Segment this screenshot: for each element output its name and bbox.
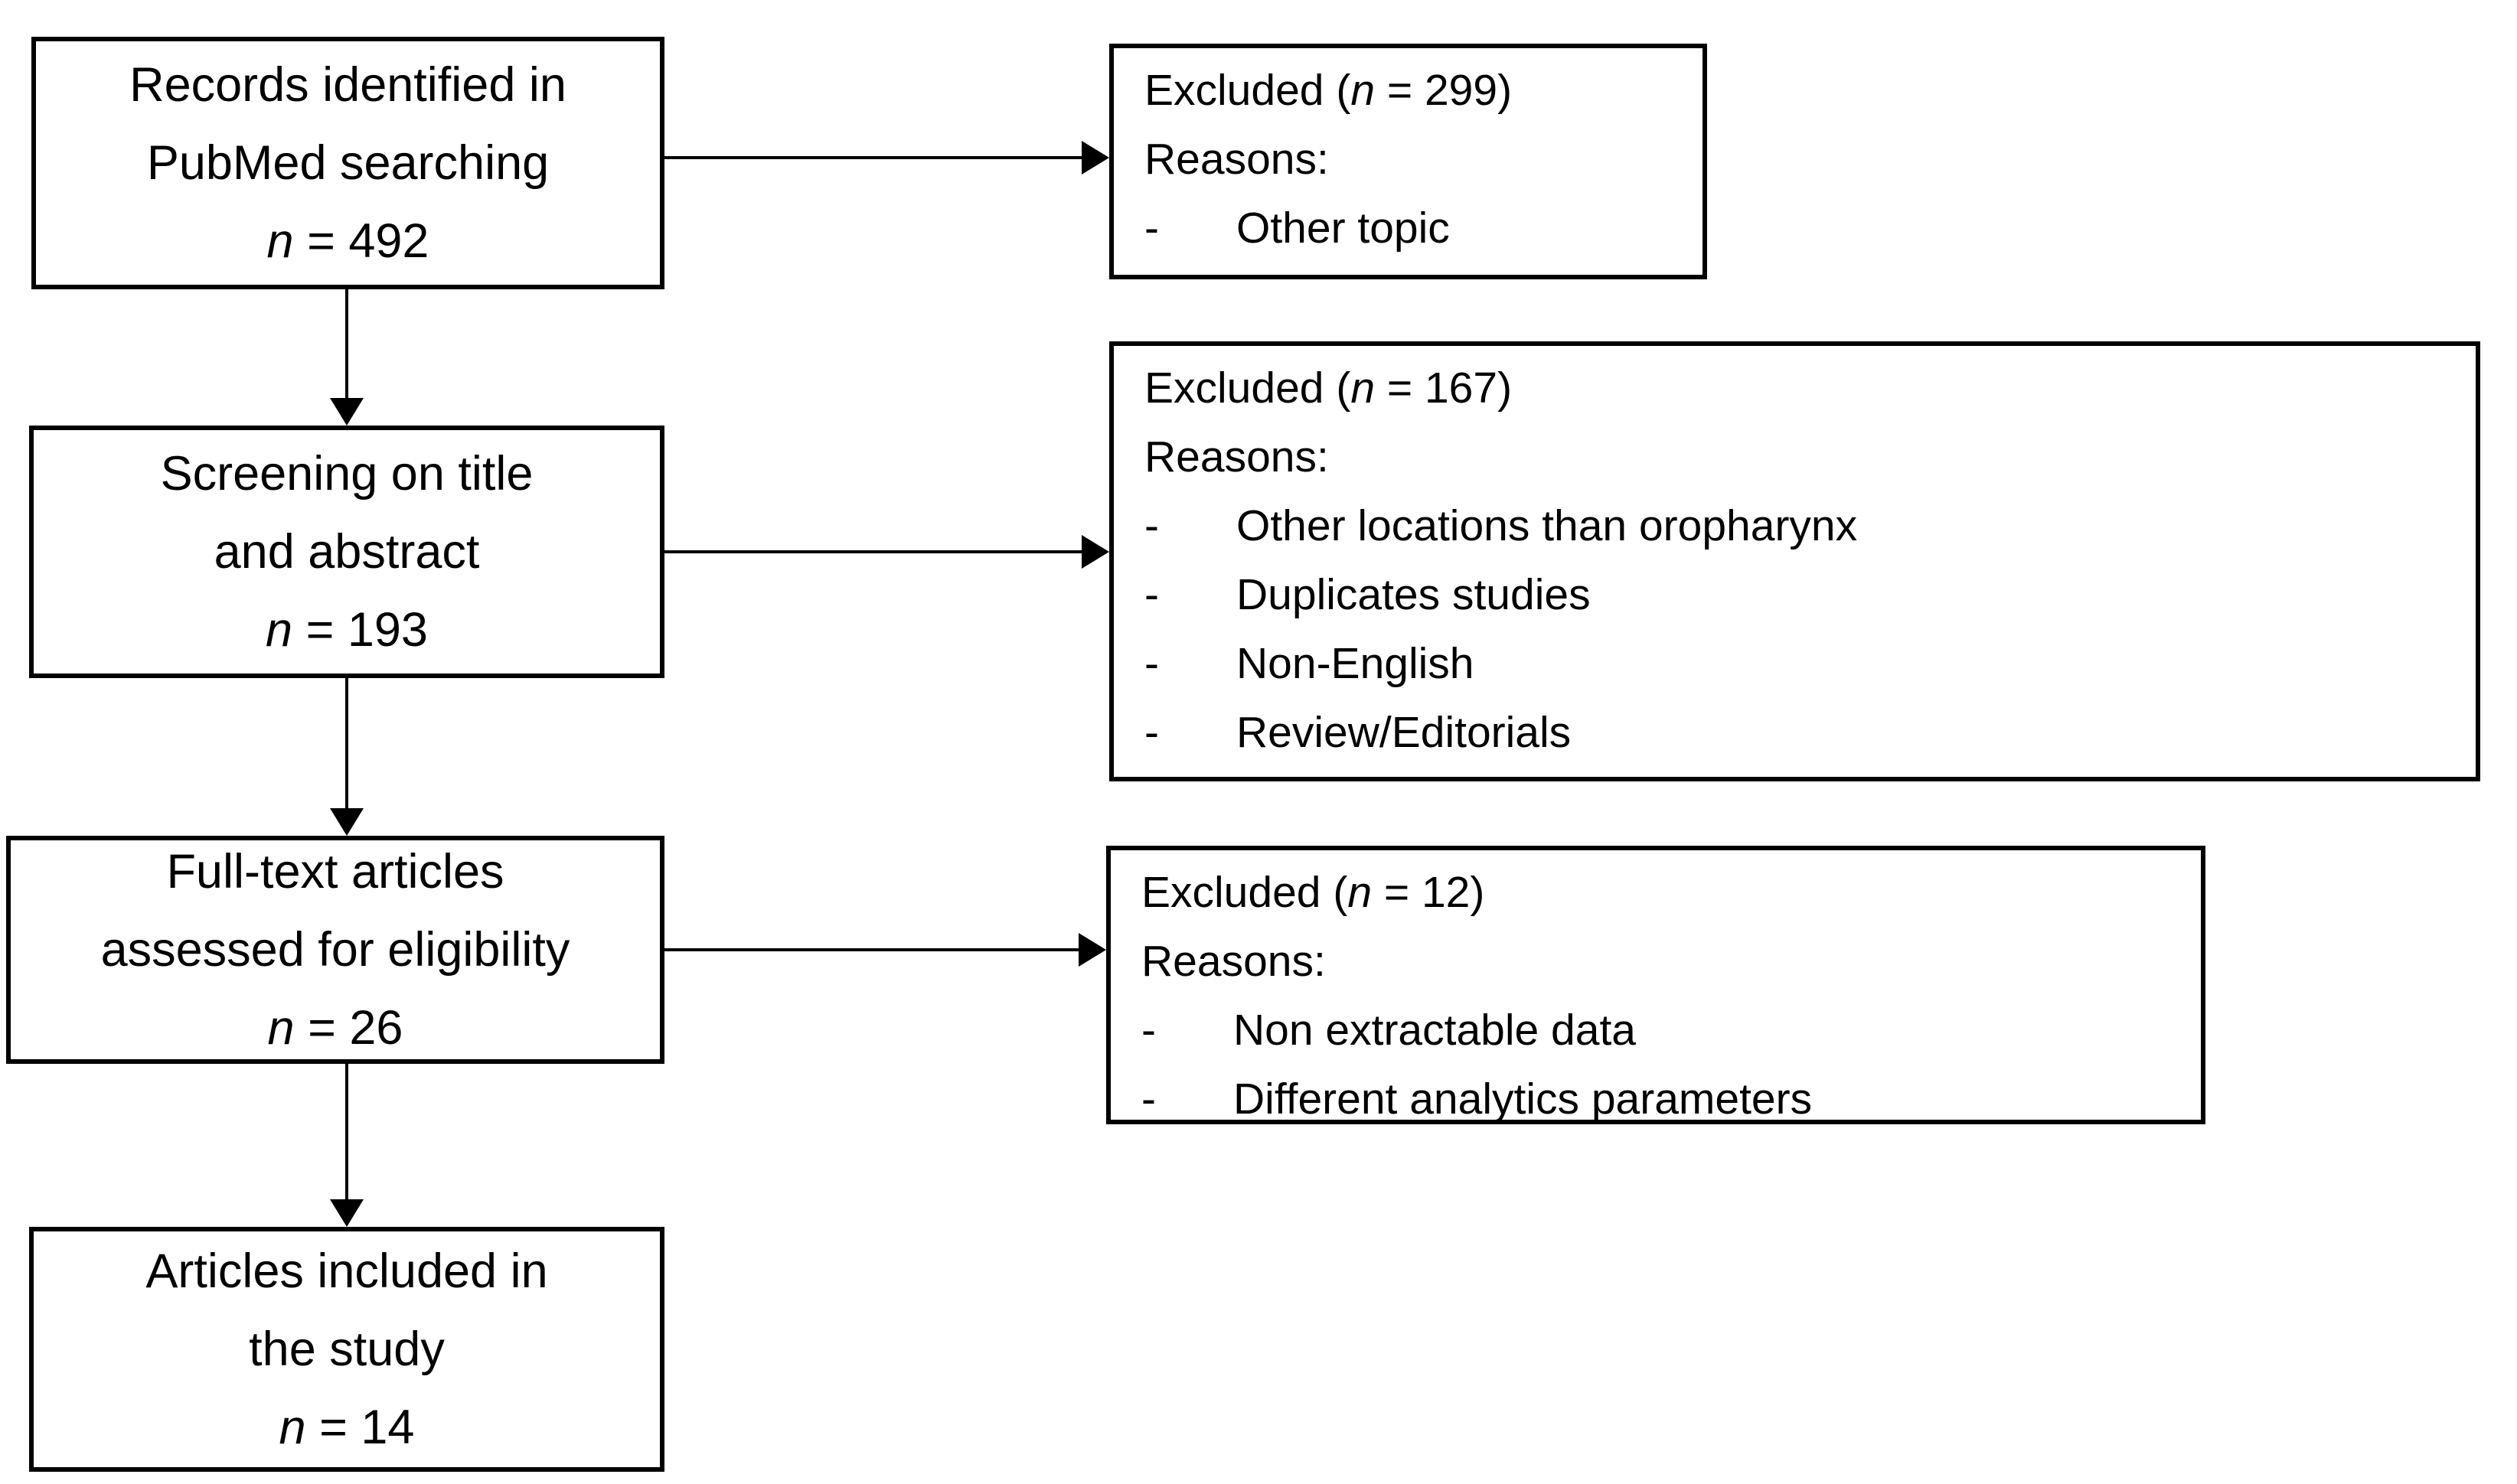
n-value: = 193 [292,603,428,657]
excluded-header-text: Excluded ( [1144,66,1351,115]
excluded-box-2: Excluded (n = 167) Reasons: - Other locat… [1109,341,2480,781]
flow-box-articles-included: Articles included in the study n = 14 [29,1227,664,1472]
reason-item: - Non-English [1144,629,2453,698]
arrow-fulltext-to-included-line [345,1064,348,1201]
n-value: = 14 [305,1401,415,1454]
reason-item: - Different analytics parameters [1141,1065,2178,1133]
flow-box-text-line: the study [249,1323,445,1376]
arrow-screening-to-fulltext-line [345,678,348,810]
reasons-label: Reasons: [1144,432,1329,481]
flow-box-text-line: assessed for eligibility [100,923,570,977]
reason-text: Duplicates studies [1236,570,1591,619]
bullet-dash: - [1144,708,1159,757]
arrow-screening-to-excluded2-line [664,550,1083,553]
flow-box-text-line: Articles included in [145,1244,548,1298]
reason-text: Other locations than oropharynx [1236,501,1858,550]
excluded-header-count: = 299) [1375,66,1513,115]
flow-box-text-line: PubMed searching [146,136,550,190]
arrow-records-to-screening-line [345,289,348,403]
n-symbol: n [266,603,293,657]
flow-box-fulltext-assessed: Full-text articles assessed for eligibil… [6,836,664,1064]
reason-item: - Duplicates studies [1144,560,2453,629]
excluded-header-text: Excluded ( [1144,364,1351,413]
bullet-dash: - [1144,570,1159,619]
arrow-fulltext-to-included-head [330,1199,364,1227]
n-symbol: n [279,1401,306,1454]
bullet-dash: - [1141,1075,1156,1124]
arrow-screening-to-fulltext-head [330,808,364,836]
bullet-dash: - [1144,639,1159,688]
reason-item: - Review/Editorials [1144,698,2453,767]
reason-item: - Non extractable data [1141,996,2178,1065]
arrow-screening-to-excluded2-head [1082,535,1109,569]
flow-box-text-line: Full-text articles [166,845,504,899]
arrow-records-to-excluded1-head [1082,141,1109,174]
arrow-records-to-screening-head [330,398,364,426]
flow-box-text-line: Screening on title [160,447,534,501]
flow-box-count: n = 492 [267,202,429,280]
n-symbol: n [266,214,294,268]
excluded-header-count: = 12) [1372,868,1485,917]
bullet-dash: - [1144,501,1159,550]
excluded-header-text: Excluded ( [1141,868,1348,917]
arrow-records-to-excluded1-line [664,156,1083,159]
reason-text: Non extractable data [1233,1006,1636,1055]
n-symbol: n [1350,66,1376,115]
n-value: = 26 [294,1001,403,1055]
bullet-dash: - [1141,1006,1156,1055]
flow-box-count: n = 193 [266,591,428,669]
reason-item: - Other topic [1144,194,1680,263]
excluded-header: Excluded (n = 12) [1141,858,2178,927]
reason-text: Non-English [1236,639,1474,688]
reason-text: Review/Editorials [1236,708,1572,757]
reason-item: - Other locations than oropharynx [1144,491,2453,560]
excluded-box-1: Excluded (n = 299) Reasons: - Other topic [1109,44,1707,279]
n-value: = 492 [293,214,429,268]
excluded-header: Excluded (n = 167) [1144,354,2453,422]
excluded-box-3: Excluded (n = 12) Reasons: - Non extracta… [1106,846,2205,1124]
flow-box-count: n = 14 [279,1388,415,1466]
excluded-header: Excluded (n = 299) [1144,56,1680,125]
arrow-fulltext-to-excluded3-head [1079,933,1106,967]
reasons-label: Reasons: [1144,135,1329,184]
flow-box-screening: Screening on title and abstract n = 193 [29,426,664,678]
n-symbol: n [1350,364,1376,413]
arrow-fulltext-to-excluded3-line [664,948,1080,951]
bullet-dash: - [1144,204,1159,253]
reason-text: Different analytics parameters [1233,1075,1813,1124]
n-symbol: n [267,1001,295,1055]
n-symbol: n [1347,868,1373,917]
flow-box-text-line: Records identified in [129,58,566,112]
flow-box-records-identified: Records identified in PubMed searching n… [31,37,664,289]
flow-box-count: n = 26 [268,989,403,1067]
reasons-label: Reasons: [1141,937,1326,986]
flow-box-text-line: and abstract [214,525,480,579]
reason-text: Other topic [1236,204,1450,253]
excluded-header-count: = 167) [1375,364,1513,413]
